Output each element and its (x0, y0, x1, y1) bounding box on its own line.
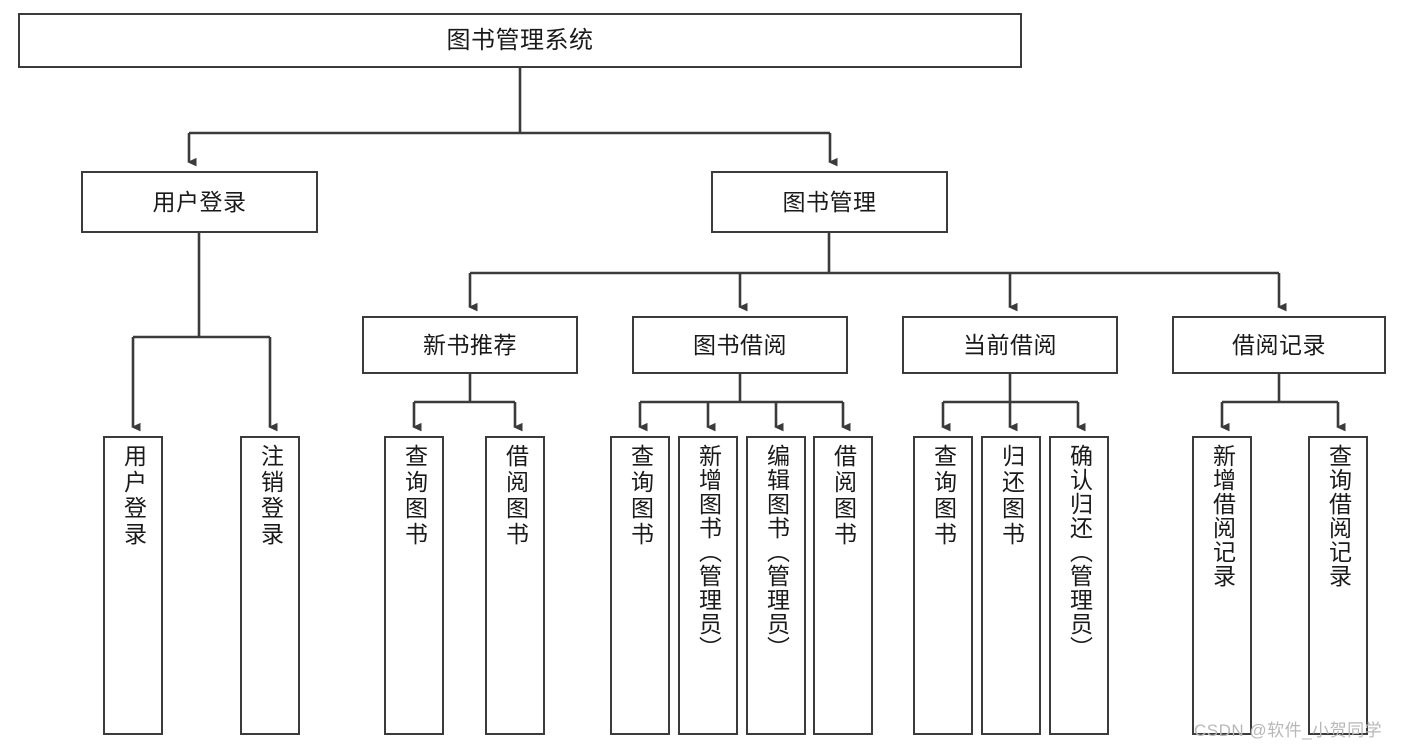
node-label: 查询图书 (930, 444, 957, 548)
node-book-borrow[interactable]: 图书借阅 (632, 316, 848, 374)
node-label: 新增借阅记录 (1209, 444, 1236, 588)
node-label: 用户登录 (152, 188, 247, 215)
node-leaf-return-book[interactable]: 归还图书 (981, 436, 1041, 735)
node-leaf-edit-book[interactable]: 编辑图书（管理员） (746, 436, 806, 735)
node-label: 图书管理 (782, 188, 877, 215)
node-label: 新书推荐 (423, 331, 517, 358)
node-label: 查询借阅记录 (1325, 444, 1352, 588)
node-label: 查询图书 (627, 444, 654, 548)
node-current-borrow[interactable]: 当前借阅 (902, 316, 1118, 374)
node-label: 借阅图书 (502, 444, 529, 548)
node-leaf-borrow-book-2[interactable]: 借阅图书 (813, 436, 873, 735)
node-user-login[interactable]: 用户登录 (81, 171, 318, 233)
node-label: 归还图书 (998, 444, 1025, 548)
node-label: 新增图书（管理员） (695, 444, 722, 660)
node-label: 查询图书 (401, 444, 428, 548)
node-label: 图书借阅 (693, 331, 787, 358)
node-borrow-record[interactable]: 借阅记录 (1172, 316, 1386, 374)
node-label: 当前借阅 (963, 331, 1057, 358)
node-label: 确认归还（管理员） (1066, 444, 1093, 660)
node-new-book-recommend[interactable]: 新书推荐 (362, 316, 578, 374)
node-leaf-query-book-1[interactable]: 查询图书 (384, 436, 444, 735)
node-label: 借阅图书 (830, 444, 857, 548)
node-label: 注销登录 (257, 444, 284, 548)
node-label: 图书管理系统 (446, 26, 594, 54)
node-root-system[interactable]: 图书管理系统 (18, 13, 1022, 68)
node-leaf-logout-login[interactable]: 注销登录 (240, 436, 300, 735)
node-label: 用户登录 (120, 444, 147, 548)
node-book-management[interactable]: 图书管理 (711, 171, 948, 233)
node-leaf-add-book[interactable]: 新增图书（管理员） (678, 436, 738, 735)
node-leaf-borrow-book-1[interactable]: 借阅图书 (485, 436, 545, 735)
csdn-watermark: CSDN @软件_小贺同学 (1194, 721, 1383, 740)
node-leaf-query-record[interactable]: 查询借阅记录 (1308, 436, 1368, 735)
node-label: 编辑图书（管理员） (763, 444, 790, 660)
node-leaf-user-login[interactable]: 用户登录 (103, 436, 163, 735)
node-leaf-add-record[interactable]: 新增借阅记录 (1192, 436, 1252, 735)
node-leaf-query-book-3[interactable]: 查询图书 (913, 436, 973, 735)
node-leaf-confirm-return[interactable]: 确认归还（管理员） (1049, 436, 1109, 735)
node-label: 借阅记录 (1232, 331, 1326, 358)
node-leaf-query-book-2[interactable]: 查询图书 (610, 436, 670, 735)
